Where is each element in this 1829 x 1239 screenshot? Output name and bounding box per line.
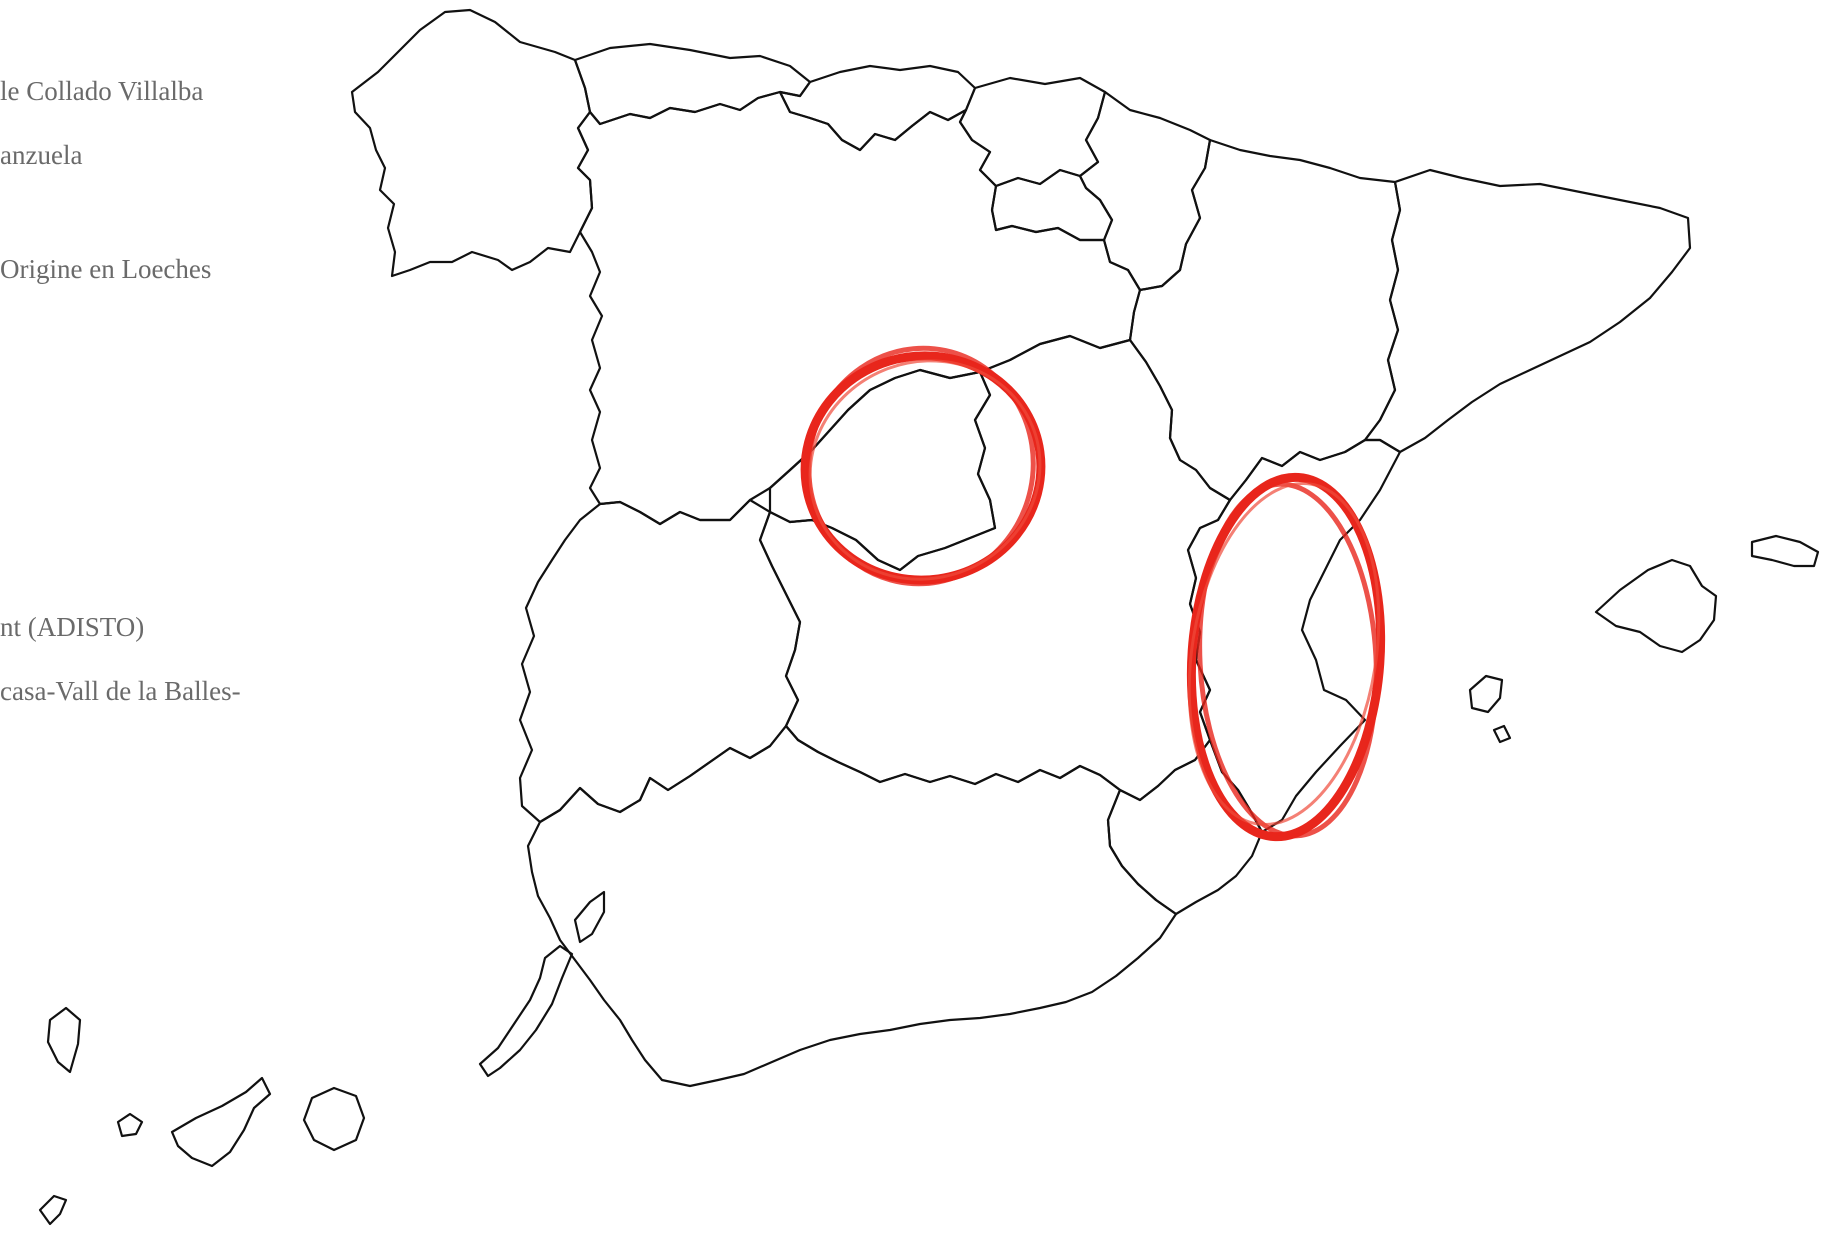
region-andalucia [526, 724, 1178, 1088]
region-extremadura [518, 498, 802, 824]
island-la-gomera [116, 1112, 144, 1138]
island-el-hierro [38, 1194, 68, 1226]
island-lanzarote [573, 890, 606, 944]
side-text-line: anzuela [0, 140, 83, 170]
region-castilla-leon [576, 90, 1142, 526]
highlight-valencia [1186, 472, 1386, 842]
island-gran-canaria [302, 1086, 366, 1152]
island-formentera [1492, 724, 1512, 744]
island-menorca [1750, 534, 1820, 568]
region-navarra [1078, 90, 1212, 292]
island-tenerife [170, 1076, 272, 1168]
region-pais-vasco [958, 76, 1107, 188]
region-valencia [1186, 438, 1402, 834]
highlight-madrid [800, 345, 1046, 587]
region-cataluna [1363, 168, 1692, 454]
island-la-palma [46, 1006, 82, 1074]
side-text-line: casa-Vall de la Balles- [0, 676, 241, 706]
island-ibiza [1468, 674, 1504, 714]
region-aragon [1128, 138, 1402, 502]
island-mallorca [1594, 558, 1718, 654]
side-text-line: le Collado Villalba [0, 76, 204, 106]
island-fuerteventura [478, 944, 574, 1078]
region-galicia [350, 8, 594, 278]
side-text-line: nt (ADISTO) [0, 612, 145, 642]
region-cantabria [778, 64, 977, 152]
region-murcia [1106, 738, 1264, 916]
side-text-line: Origine en Loeches [0, 254, 212, 284]
